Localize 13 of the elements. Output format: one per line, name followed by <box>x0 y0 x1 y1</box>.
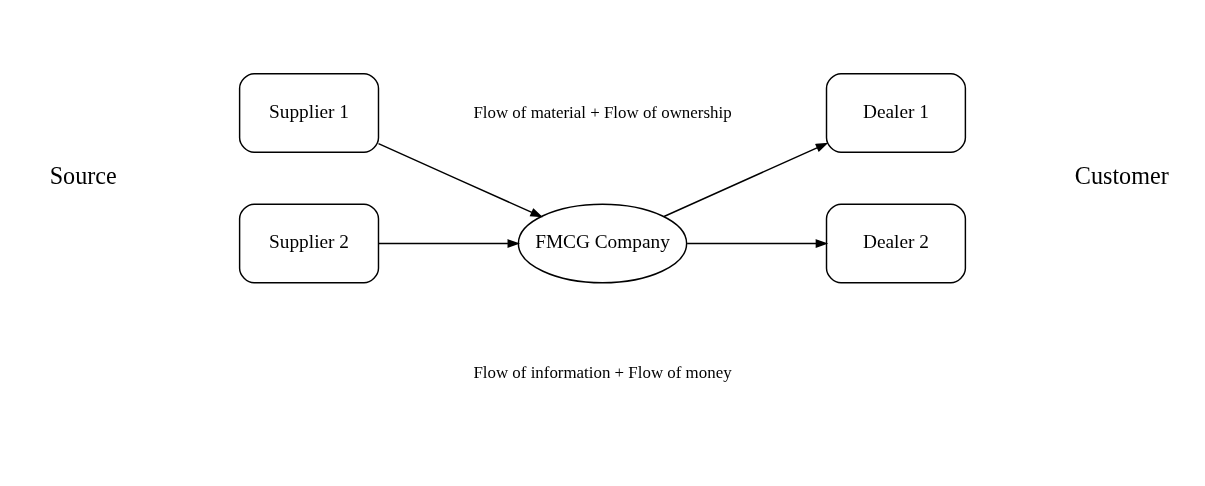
label: Source <box>49 161 117 189</box>
arrow <box>686 238 829 248</box>
node-box: Supplier 2 <box>238 203 380 283</box>
node-ellipse: FMCG Company <box>517 203 688 283</box>
arrow <box>377 238 521 248</box>
label: Flow of information + Flow of money <box>473 362 732 382</box>
arrow <box>663 142 829 217</box>
label: Flow of material + Flow of ownership <box>473 102 732 122</box>
node-box: Dealer 2 <box>825 203 967 283</box>
node-box: Dealer 1 <box>825 72 967 153</box>
arrow <box>377 142 543 217</box>
label: Customer <box>1074 161 1169 189</box>
node-box: Supplier 1 <box>238 72 380 153</box>
